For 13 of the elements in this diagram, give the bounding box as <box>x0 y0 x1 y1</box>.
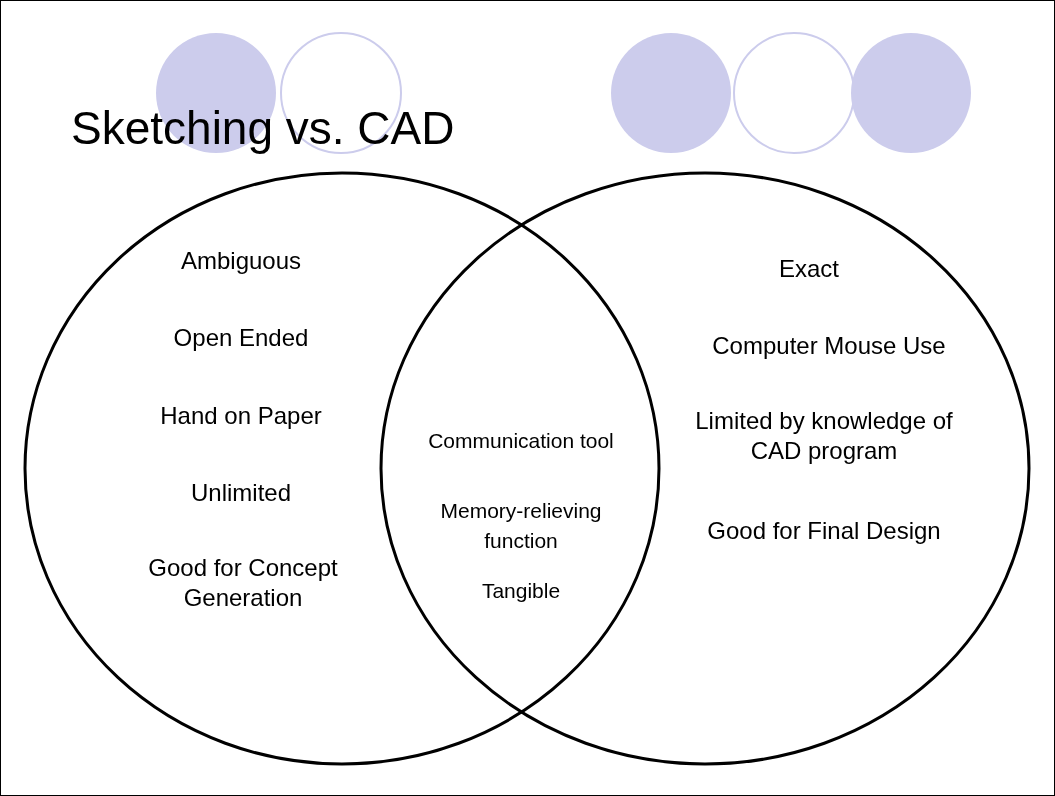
circle-text: Ambiguous <box>179 246 303 276</box>
overlap-text: Communication tool <box>427 428 615 454</box>
overlap-text: Tangible <box>480 578 562 604</box>
circle-text: Unlimited <box>190 478 292 508</box>
circle-text: Open Ended <box>172 323 310 353</box>
circle-text: Computer Mouse Use <box>711 331 947 361</box>
circle-text: Limited by knowledge of CAD program <box>694 406 954 466</box>
slide-title: Sketching vs. CAD <box>71 101 455 155</box>
circle-text: Exact <box>778 254 840 284</box>
circle-text: Good for Concept Generation <box>147 553 339 613</box>
circle-text: Hand on Paper <box>159 401 323 431</box>
circle-text: Good for Final Design <box>706 516 942 546</box>
overlap-text: Memory-relieving function <box>439 498 603 554</box>
